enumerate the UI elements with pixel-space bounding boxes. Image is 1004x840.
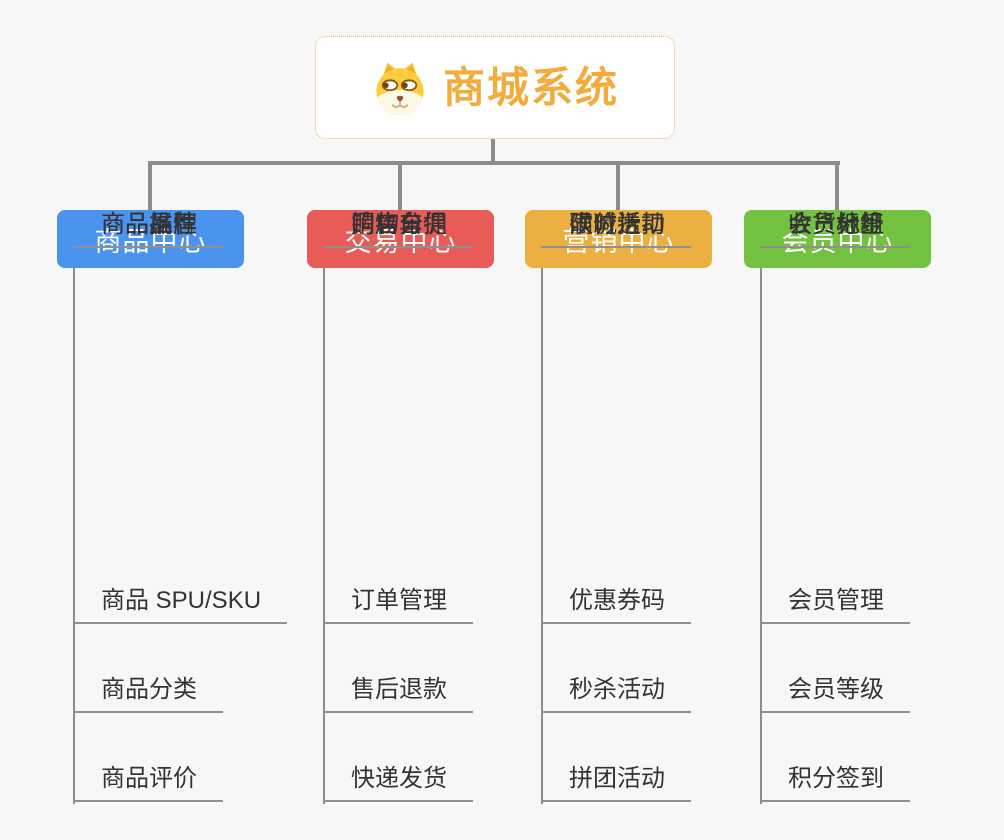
branch-node-trade[interactable]: 交易中心 bbox=[307, 210, 494, 268]
connector-child-spine bbox=[760, 268, 762, 804]
branch-column-member: 会员中心 会员管理 会员等级 积分签到 会员标签 会员分组 收货地址 bbox=[744, 163, 994, 830]
branch-column-product: 商品中心 商品 SPU/SKU 商品分类 商品评价 商品属性 商品推荐 商品品牌 bbox=[57, 163, 307, 830]
connector-horizontal-bus bbox=[148, 161, 840, 165]
branch-column-trade: 交易中心 订单管理 售后退款 快递发货 门店自提 购物车 销售分佣 bbox=[307, 163, 557, 830]
child-node[interactable]: 销售分佣 bbox=[323, 210, 473, 248]
child-node[interactable]: 商品分类 bbox=[73, 675, 223, 713]
branch-node-marketing[interactable]: 营销中心 bbox=[525, 210, 712, 268]
connector-root-drop bbox=[491, 139, 495, 163]
child-node[interactable]: 订单管理 bbox=[323, 586, 473, 624]
connector-child-spine bbox=[323, 268, 325, 804]
child-node[interactable]: 优惠券码 bbox=[541, 586, 691, 624]
child-node[interactable]: 商品评价 bbox=[73, 764, 223, 802]
child-node[interactable]: 会员管理 bbox=[760, 586, 910, 624]
child-node[interactable]: 会员等级 bbox=[760, 675, 910, 713]
child-node[interactable]: 满减送 bbox=[541, 210, 667, 248]
connector-child-spine bbox=[73, 268, 75, 804]
child-node[interactable]: 积分签到 bbox=[760, 764, 910, 802]
child-node[interactable]: 拼团活动 bbox=[541, 764, 691, 802]
connector-branch-drop bbox=[835, 163, 839, 210]
dog-face-icon bbox=[376, 62, 424, 115]
child-node[interactable]: 收货地址 bbox=[760, 210, 910, 248]
root-node[interactable]: 商城系统 bbox=[315, 36, 675, 139]
connector-branch-drop bbox=[616, 163, 620, 210]
child-node[interactable]: 售后退款 bbox=[323, 675, 473, 713]
child-node[interactable]: 商品品牌 bbox=[73, 210, 223, 248]
connector-branch-drop bbox=[148, 163, 152, 210]
child-node[interactable]: 会员分组 bbox=[760, 210, 910, 248]
child-node[interactable]: 快递发货 bbox=[323, 764, 473, 802]
branch-column-marketing: 营销中心 优惠券码 秒杀活动 拼团活动 砍价活动 限时折扣 满减送 bbox=[525, 163, 775, 830]
branch-node-member[interactable]: 会员中心 bbox=[744, 210, 931, 268]
connector-branch-drop bbox=[398, 163, 402, 210]
branch-node-product[interactable]: 商品中心 bbox=[57, 210, 244, 268]
root-title: 商城系统 bbox=[442, 63, 619, 111]
child-node[interactable]: 秒杀活动 bbox=[541, 675, 691, 713]
connector-child-spine bbox=[541, 268, 543, 804]
child-node[interactable]: 商品推荐 bbox=[73, 210, 223, 248]
child-node[interactable]: 商品 SPU/SKU bbox=[73, 586, 288, 624]
